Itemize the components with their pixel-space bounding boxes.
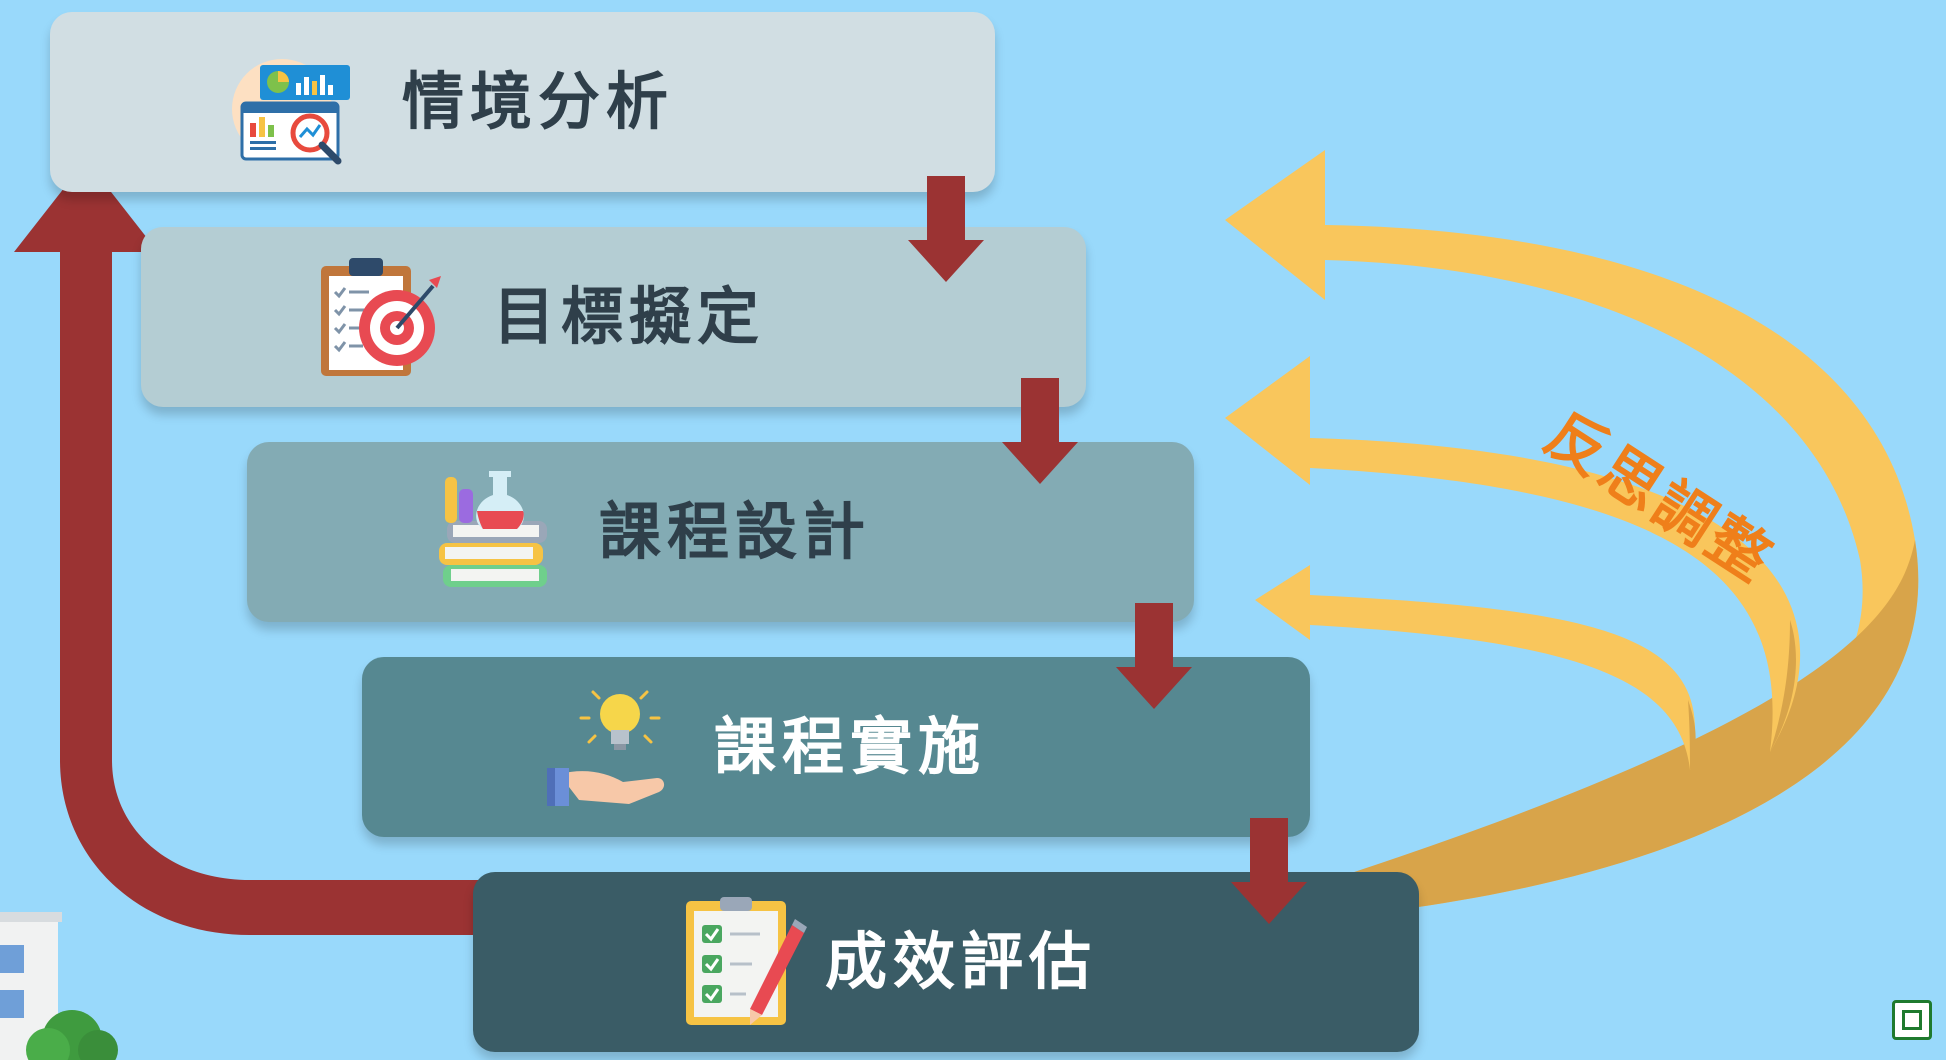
flow-arrow-1-2 xyxy=(908,176,984,282)
step-label: 目標擬定 xyxy=(493,280,766,353)
step-label: 課程實施 xyxy=(714,710,987,783)
checklist-pencil-icon xyxy=(686,897,807,1025)
flow-arrow-4-5 xyxy=(1231,818,1307,924)
target-clipboard-icon xyxy=(321,258,441,376)
building-decoration xyxy=(0,912,118,1060)
reflection-arrow-inner-shade xyxy=(1688,700,1696,770)
reflection-arrow-outer xyxy=(1225,150,1919,918)
books-flask-icon xyxy=(439,471,547,587)
step-situation-analysis: 情境分析 xyxy=(50,12,995,192)
flow-arrow-2-3 xyxy=(1002,378,1078,484)
step-label: 課程設計 xyxy=(599,495,872,568)
logo-icon xyxy=(1892,1000,1932,1040)
reflection-arrow-inner xyxy=(1255,565,1696,770)
reflection-arrow-middle xyxy=(1225,356,1801,752)
step-label: 情境分析 xyxy=(402,65,675,138)
reflection-arrow-middle-shade xyxy=(1770,620,1796,752)
data-analysis-icon xyxy=(232,59,350,165)
flow-arrow-3-4 xyxy=(1116,603,1192,709)
hand-lightbulb-icon xyxy=(547,690,665,806)
step-label: 成效評估 xyxy=(825,925,1098,998)
return-arrow xyxy=(14,160,490,935)
